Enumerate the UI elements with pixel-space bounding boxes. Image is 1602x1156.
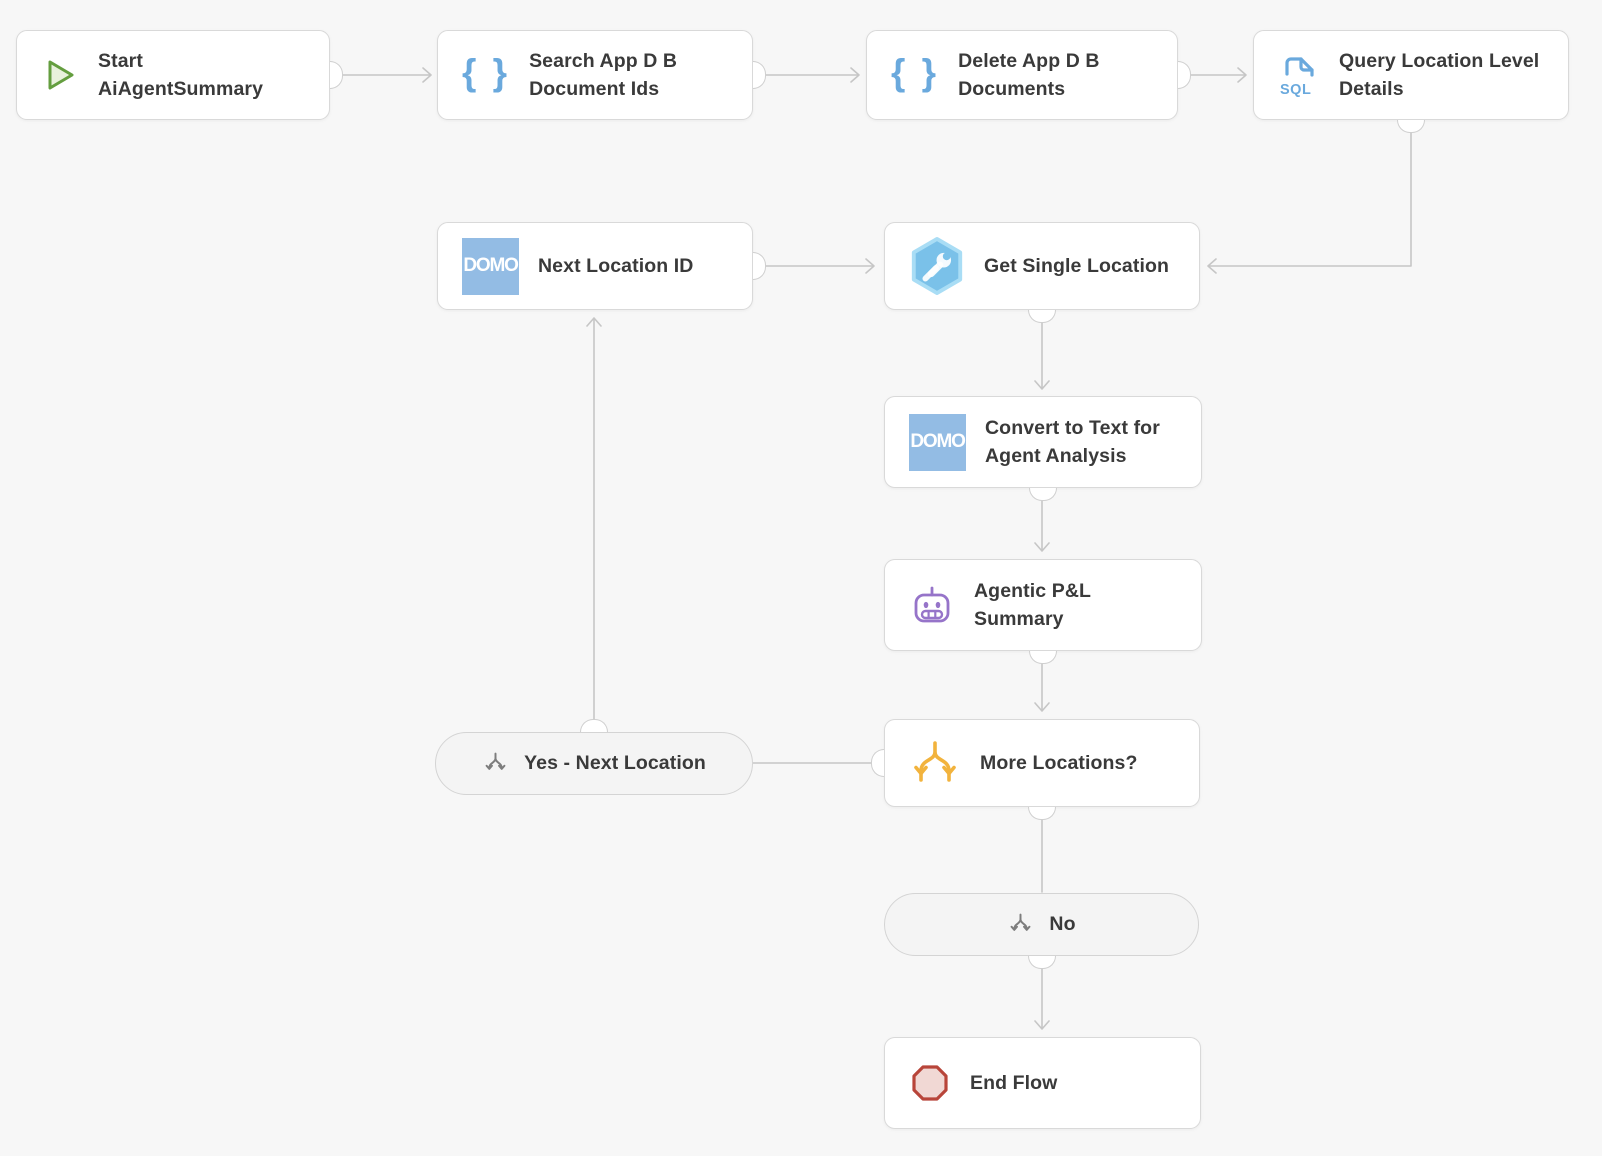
sql-text: SQL <box>1280 82 1311 98</box>
node-label: Get Single Location <box>984 254 1169 277</box>
stop-icon <box>909 1062 951 1104</box>
output-port[interactable] <box>1029 488 1057 501</box>
node-agentic-pl-summary[interactable]: Agentic P&L Summary <box>884 559 1202 664</box>
edge-getsingle-to-convert <box>1034 322 1050 390</box>
output-port[interactable] <box>330 61 343 89</box>
output-port[interactable] <box>580 719 608 732</box>
node-search-app-db-document-ids[interactable]: { } Search App D B Document Ids <box>437 30 766 120</box>
robot-icon <box>909 582 955 628</box>
node-label: Delete App D B Documents <box>958 49 1100 100</box>
node-start-aiagentsummary[interactable]: Start AiAgentSummary <box>16 30 343 120</box>
output-port[interactable] <box>1028 310 1056 323</box>
edge-start-to-search <box>342 67 432 83</box>
output-port[interactable] <box>753 61 766 89</box>
braces-icon: { } <box>462 51 511 93</box>
node-get-single-location[interactable]: Get Single Location <box>884 222 1200 323</box>
edge-yes-to-nextid <box>586 317 602 720</box>
node-label: Start AiAgentSummary <box>98 49 264 100</box>
edge-query-to-getsingle <box>1207 132 1412 274</box>
node-label: End Flow <box>970 1071 1058 1094</box>
domo-icon: DOMO <box>462 237 519 295</box>
edge-no-to-endflow <box>1034 968 1050 1030</box>
domo-icon: DOMO <box>909 413 966 471</box>
edge-search-to-delete <box>765 67 860 83</box>
node-label: No <box>1049 913 1076 936</box>
output-port[interactable] <box>1178 61 1191 89</box>
edge-delete-to-query <box>1190 67 1247 83</box>
node-label: More Locations? <box>980 751 1138 774</box>
node-label: Convert to Text for Agent Analysis <box>985 416 1160 467</box>
play-icon <box>41 56 79 94</box>
output-port[interactable] <box>1029 651 1057 664</box>
node-query-location-level-details[interactable]: SQL Query Location Level Details <box>1253 30 1569 133</box>
node-delete-app-db-documents[interactable]: { } Delete App D B Documents <box>866 30 1191 120</box>
node-label: Yes - Next Location <box>524 752 706 775</box>
node-more-locations[interactable]: More Locations? <box>871 719 1200 820</box>
branch-icon <box>909 739 961 787</box>
braces-icon: { } <box>891 51 940 93</box>
node-label: Search App D B Document Ids <box>529 49 678 100</box>
node-end-flow[interactable]: End Flow <box>884 1037 1201 1129</box>
output-port[interactable] <box>1027 956 1056 969</box>
node-label: Next Location ID <box>538 254 694 277</box>
node-yes-next-location[interactable]: Yes - Next Location <box>435 719 753 795</box>
node-no[interactable]: No <box>884 893 1199 969</box>
output-port-left[interactable] <box>871 749 884 777</box>
node-next-location-id[interactable]: DOMO Next Location ID <box>437 222 766 310</box>
edge-nextid-to-getsingle <box>765 258 875 274</box>
node-label: Agentic P&L Summary <box>974 579 1091 630</box>
output-port-bottom[interactable] <box>1028 807 1056 820</box>
edge-convert-to-agentic <box>1034 500 1050 552</box>
node-label: Query Location Level Details <box>1339 49 1540 100</box>
output-port[interactable] <box>1397 120 1425 133</box>
hexagon-tools-icon <box>909 236 965 296</box>
sql-file-icon: SQL <box>1278 52 1320 98</box>
branch-icon <box>482 750 509 777</box>
branch-icon <box>1007 911 1034 938</box>
edge-agentic-to-morelocations <box>1034 663 1050 712</box>
output-port[interactable] <box>753 252 766 280</box>
node-convert-to-text-for-agent-analysis[interactable]: DOMO Convert to Text for Agent Analysis <box>884 396 1202 501</box>
